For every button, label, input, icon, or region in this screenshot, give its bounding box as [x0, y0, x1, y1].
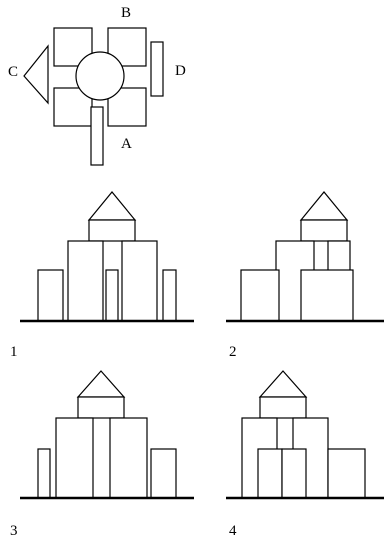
option-1-side-block-right: [162, 269, 177, 322]
option-3-block-left: [55, 417, 94, 499]
option-4-side-block-right: [327, 448, 366, 499]
option-4-front-block-left: [257, 448, 283, 499]
option-4-view: 4: [226, 370, 384, 539]
top-view-block-top-left: [53, 27, 93, 67]
option-2-label: 2: [229, 344, 237, 360]
top-view-bar-a: [90, 106, 104, 166]
top-view-bar-d: [150, 41, 164, 97]
option-1-bar-center: [105, 269, 119, 322]
top-view: A B C D: [8, 5, 186, 166]
option-3-label: 3: [10, 523, 18, 539]
label-c: C: [8, 64, 18, 80]
label-b: B: [121, 5, 131, 21]
option-2-roof: [299, 191, 349, 221]
option-4-front-block-center: [281, 448, 307, 499]
option-2-front-block: [300, 269, 354, 322]
option-3-tower: [77, 396, 125, 419]
option-2-view: 2: [226, 191, 384, 360]
option-1-side-block-left: [37, 269, 64, 322]
top-view-triangle-c: [23, 44, 49, 105]
option-1-block-left: [67, 240, 104, 322]
option-4-tower: [259, 396, 307, 419]
label-d: D: [175, 63, 186, 79]
option-3-roof: [76, 370, 126, 398]
option-2-side-block-left: [240, 269, 280, 322]
option-3-bar-left: [37, 448, 51, 499]
option-4-label: 4: [229, 523, 237, 539]
option-1-view: 1: [10, 191, 194, 360]
option-3-side-block-right: [150, 448, 177, 499]
option-4-roof: [258, 370, 308, 398]
option-3-block-right: [109, 417, 148, 499]
option-2-tower: [300, 219, 348, 242]
option-1-roof: [87, 191, 137, 221]
option-3-view: 3: [10, 370, 194, 539]
label-a: A: [121, 136, 132, 152]
option-1-tower: [88, 219, 136, 242]
top-view-center-circle: [75, 51, 125, 101]
option-1-block-right: [121, 240, 158, 322]
option-1-label: 1: [10, 344, 18, 360]
